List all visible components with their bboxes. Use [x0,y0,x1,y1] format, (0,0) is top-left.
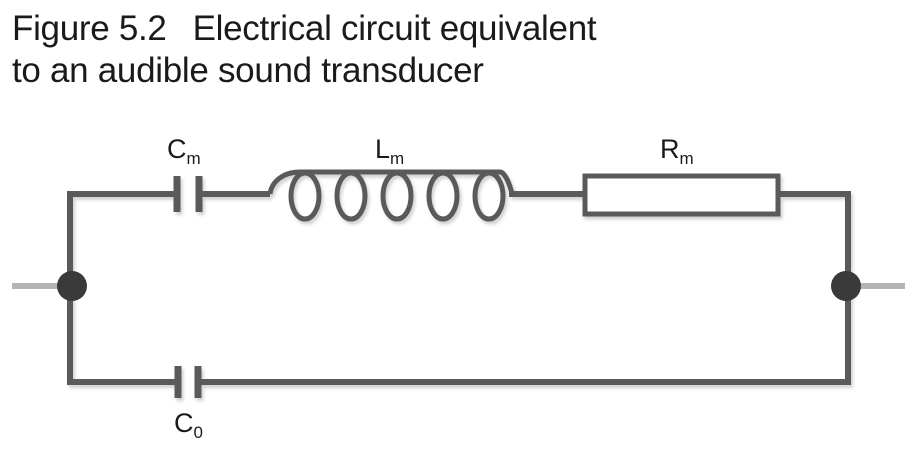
left-junction-node [57,271,87,301]
wire-left-top [67,191,176,286]
label-lm: Lm [375,134,404,168]
coil-loop-3 [380,170,414,222]
label-rm: Rm [660,134,694,168]
right-junction-node [831,271,861,301]
resistor-body [582,173,781,217]
wire-left-bottom [67,286,176,385]
coil-loop-5 [472,170,506,222]
coil-loop-4 [426,170,460,222]
caption-line-1: Figure 5.2 Electrical circuit equivalent [12,8,597,50]
label-cm: Cm [167,134,201,168]
figure-number: Figure 5.2 [12,9,167,48]
coil-loop-2 [334,170,368,222]
wire-right-bottom [200,286,851,385]
label-c0: C0 [174,408,203,442]
caption-line-2: to an audible sound transducer [12,51,484,90]
figure-title: Electrical circuit equivalent [192,9,597,48]
wire-right-top [778,191,851,286]
coil-loop-1 [288,170,322,222]
